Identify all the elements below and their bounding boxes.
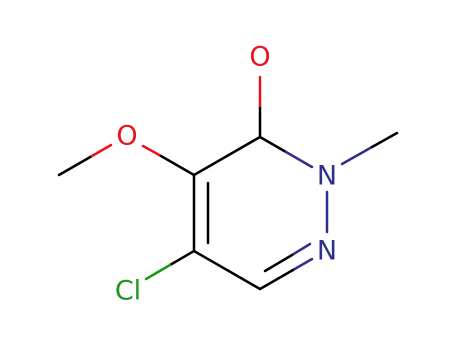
bond-n1-to-c6-double-n-half — [290, 242, 312, 257]
bond-methoxy-oxygen-to-c4-o-half — [141, 144, 163, 158]
bond-n1-to-c6-double — [263, 253, 294, 273]
bond-n2-to-methyl — [370, 131, 399, 149]
atom-label-chlorine: Cl — [115, 276, 141, 307]
bond-c5-to-chlorine — [168, 249, 196, 267]
bond-n1-to-c6-n-half — [291, 257, 314, 272]
bond-c5-to-chlorine-cl-half — [144, 263, 172, 281]
bond-c3-to-n2 — [258, 135, 288, 154]
atom-label-nitrogen-2: N — [317, 161, 337, 192]
atom-labels: O O N N Cl — [115, 42, 337, 307]
bond-c3-to-n2-n-half — [284, 150, 314, 169]
bond-n1-to-c6 — [258, 268, 295, 291]
atom-label-nitrogen-1: N — [317, 236, 337, 267]
bond-c4-to-c3 — [192, 135, 262, 177]
bond-methyl-to-methoxy-oxygen — [57, 154, 94, 177]
bond-c6-to-c5 — [192, 249, 262, 291]
atom-label-carbonyl-oxygen: O — [249, 42, 270, 73]
atom-label-methoxy-oxygen: O — [116, 121, 137, 152]
bond-n2-to-methyl-n-half — [340, 145, 374, 166]
bonds — [57, 75, 399, 291]
bond-methoxy-oxygen-to-c4 — [159, 154, 196, 177]
bond-methyl-to-methoxy-oxygen-o-half — [90, 143, 113, 158]
